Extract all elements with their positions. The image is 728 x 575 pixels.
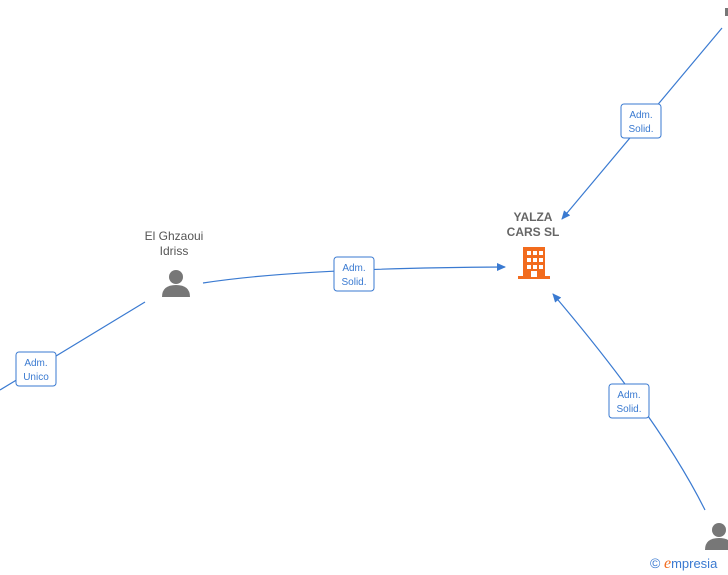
person-name-line1: El Ghzaoui xyxy=(145,229,204,243)
watermark: © empresia xyxy=(650,555,717,573)
edge-label-top-right[interactable]: Adm. Solid. xyxy=(620,103,662,139)
edge-label-bottom-right-line1: Adm. xyxy=(617,390,640,401)
person-icon xyxy=(705,523,728,550)
building-icon xyxy=(518,247,550,279)
brand-logo-text: mpresia xyxy=(671,556,718,571)
brand-logo-e: e xyxy=(663,555,672,572)
company-name-line1: YALZA xyxy=(514,210,553,224)
edge-label-bottom-right-line2: Solid. xyxy=(616,404,641,415)
edge-line-main xyxy=(202,263,506,284)
edge-label-bottom-right[interactable]: Adm. Solid. xyxy=(608,383,650,419)
copyright-symbol: © xyxy=(650,555,661,571)
company-node[interactable]: YALZA CARS SL xyxy=(507,210,560,279)
person-node-main[interactable]: El Ghzaoui Idriss xyxy=(145,229,204,297)
person-node-bottom-right[interactable] xyxy=(705,523,728,550)
edge-label-top-right-line1: Adm. xyxy=(629,110,652,121)
edge-label-left[interactable]: Adm. Unico xyxy=(15,351,57,387)
edge-label-left-line2: Unico xyxy=(23,372,49,383)
partial-node-top-right xyxy=(725,8,728,16)
edge-label-main-line1: Adm. xyxy=(342,263,365,274)
edge-label-top-right-line2: Solid. xyxy=(628,124,653,135)
person-name-line2: Idriss xyxy=(160,244,189,258)
person-icon xyxy=(162,270,190,297)
edge-label-left-line1: Adm. xyxy=(24,358,47,369)
edge-label-main[interactable]: Adm. Solid. xyxy=(333,256,375,292)
company-name-line2: CARS SL xyxy=(507,225,560,239)
edge-label-main-line2: Solid. xyxy=(341,277,366,288)
